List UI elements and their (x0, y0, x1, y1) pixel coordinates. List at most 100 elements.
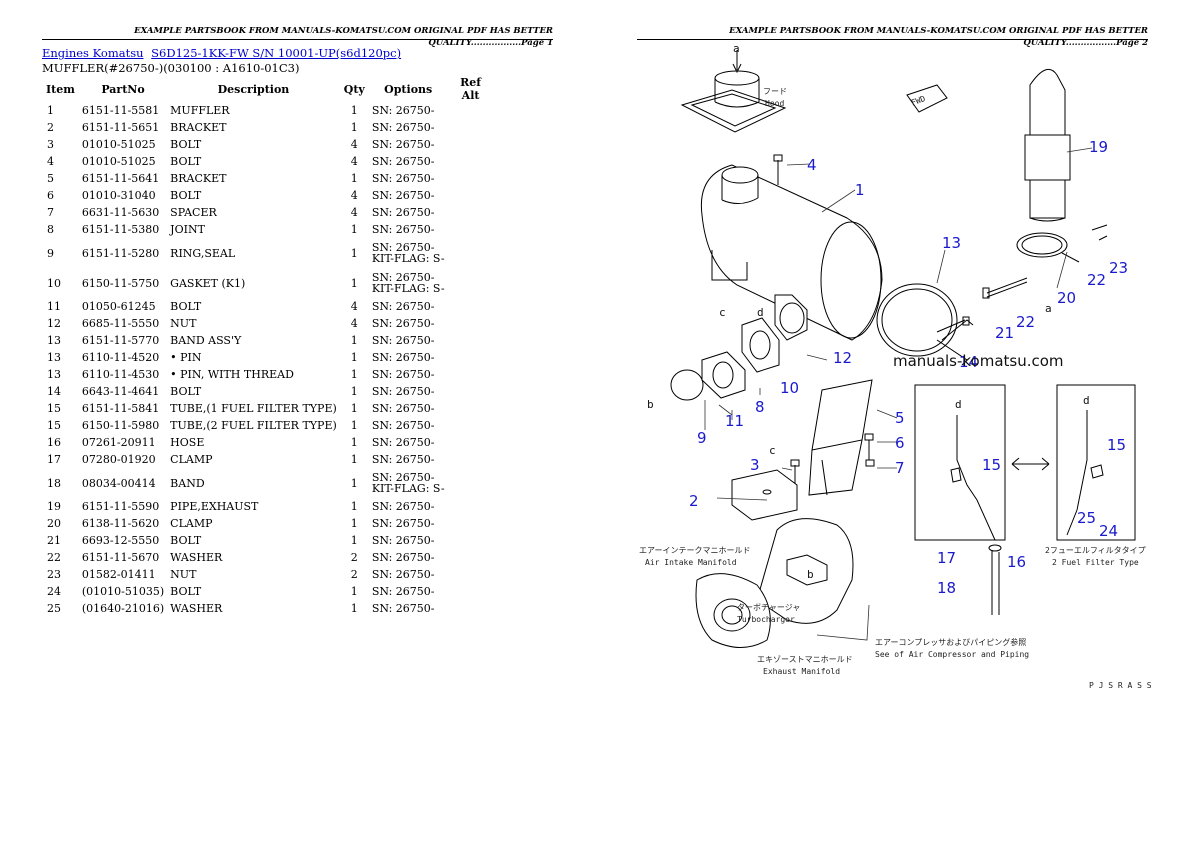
breadcrumb-link-engines[interactable]: Engines Komatsu (42, 46, 144, 60)
options-sn: SN: 26750- (371, 317, 435, 330)
cell-description: JOINT (170, 223, 205, 236)
options-kitflag: KIT-FLAG: S- (371, 282, 445, 295)
diagram-code: P J S R A S S (1089, 681, 1152, 690)
cell-item: 13 (47, 334, 61, 347)
cell-refalt (448, 498, 494, 515)
cell-partno: 6110-11-4530 (81, 368, 160, 381)
options-sn: SN: 26750- (371, 500, 435, 513)
letter-d-3: d (1083, 394, 1090, 407)
cell-qty: 1 (350, 436, 358, 449)
callout-20: 20 (1057, 289, 1076, 307)
cell-refalt (448, 349, 494, 366)
cell-partno: 6110-11-4520 (81, 351, 160, 364)
cell-item: 22 (47, 551, 61, 564)
cell-refalt (448, 153, 494, 170)
cell-description: • PIN (170, 351, 202, 364)
cell-description: BOLT (170, 534, 202, 547)
cell-refalt (448, 268, 494, 298)
cell-qty: 1 (350, 334, 358, 347)
cell-item: 20 (47, 517, 61, 530)
options-sn: SN: 26750- (371, 189, 435, 202)
options-kitflag: KIT-FLAG: S- (371, 482, 445, 495)
diagram-labels: フード Hood FWD エアーインテークマニホールド Air Intake M… (639, 87, 1152, 690)
cell-qty: 1 (350, 172, 358, 185)
letter-c-1: c (719, 306, 726, 319)
label-compressor-jp: エアーコンプレッサおよびパイピング参照 (875, 637, 1026, 647)
cell-refalt (448, 383, 494, 400)
cell-item: 13 (47, 351, 61, 364)
label-exhaust-jp: エキゾーストマニホールド (757, 655, 853, 664)
cell-refalt (448, 221, 494, 238)
callout-21: 21 (995, 324, 1014, 342)
options-sn: SN: 26750- (371, 121, 435, 134)
cell-partno: 6693-12-5550 (81, 534, 160, 547)
letter-b-2: b (807, 568, 814, 581)
cell-partno: (01640-21016) (81, 602, 165, 615)
fwd-arrow (906, 84, 948, 113)
breadcrumb-link-model[interactable]: S6D125-1KK-FW S/N 10001-UP(s6d120pc) (151, 46, 402, 60)
options-sn: SN: 26750- (371, 104, 435, 117)
cell-options: SN: 26750- (369, 532, 448, 549)
cell-options: SN: 26750-KIT-FLAG: S- (369, 468, 448, 498)
bracket2-drawing (731, 469, 798, 521)
cell-description: GASKET (K1) (170, 276, 246, 290)
cell-description: PIPE,EXHAUST (170, 500, 259, 513)
cell-item: 6 (47, 189, 54, 202)
cell-description: WASHER (170, 602, 223, 615)
cell-item: 10 (47, 276, 61, 290)
cell-qty: 1 (350, 385, 358, 398)
options-sn: SN: 26750- (371, 241, 435, 254)
callout-22a: 22 (1016, 313, 1035, 331)
letter-d-2: d (955, 398, 962, 411)
cell-partno: 01010-31040 (81, 189, 156, 202)
cell-options: SN: 26750- (369, 515, 448, 532)
cell-partno: 6631-11-5630 (81, 206, 160, 219)
cell-partno: 07280-01920 (81, 453, 156, 466)
callout-24: 24 (1099, 522, 1118, 540)
cell-item: 4 (47, 155, 54, 168)
cell-description: WASHER (170, 551, 223, 564)
cell-description: CLAMP (170, 517, 213, 530)
cell-refalt (448, 170, 494, 187)
cell-refalt (448, 451, 494, 468)
table-header-row: Item PartNo Description Qty Options Ref … (42, 76, 494, 102)
cell-item: 11 (47, 300, 61, 313)
cell-item: 15 (47, 419, 61, 432)
cell-description: BOLT (170, 300, 202, 313)
cell-description: TUBE,(2 FUEL FILTER TYPE) (170, 419, 337, 432)
cell-refalt (448, 434, 494, 451)
parts-table: Item PartNo Description Qty Options Ref … (42, 76, 494, 617)
cell-options: SN: 26750- (369, 434, 448, 451)
cell-description: SPACER (170, 206, 217, 219)
cell-options: SN: 26750- (369, 153, 448, 170)
callout-11: 11 (725, 412, 744, 430)
options-sn: SN: 26750- (371, 155, 435, 168)
cell-qty: 1 (350, 276, 358, 290)
cell-description: BRACKET (170, 172, 227, 185)
options-sn: SN: 26750- (371, 300, 435, 313)
cell-partno: 6151-11-5581 (81, 104, 160, 117)
letter-a-hood: a (733, 42, 740, 55)
callout-13: 13 (942, 234, 961, 252)
options-sn: SN: 26750- (371, 402, 435, 415)
label-exhaust: Exhaust Manifold (763, 667, 840, 676)
bracket5-drawing (808, 379, 873, 496)
callout-23: 23 (1109, 259, 1128, 277)
cell-partno: 07261-20911 (81, 436, 156, 449)
callout-15a: 15 (982, 456, 1001, 474)
cell-options: SN: 26750- (369, 221, 448, 238)
cell-item: 16 (47, 436, 61, 449)
cell-qty: 4 (350, 138, 358, 151)
cell-qty: 1 (350, 402, 358, 415)
